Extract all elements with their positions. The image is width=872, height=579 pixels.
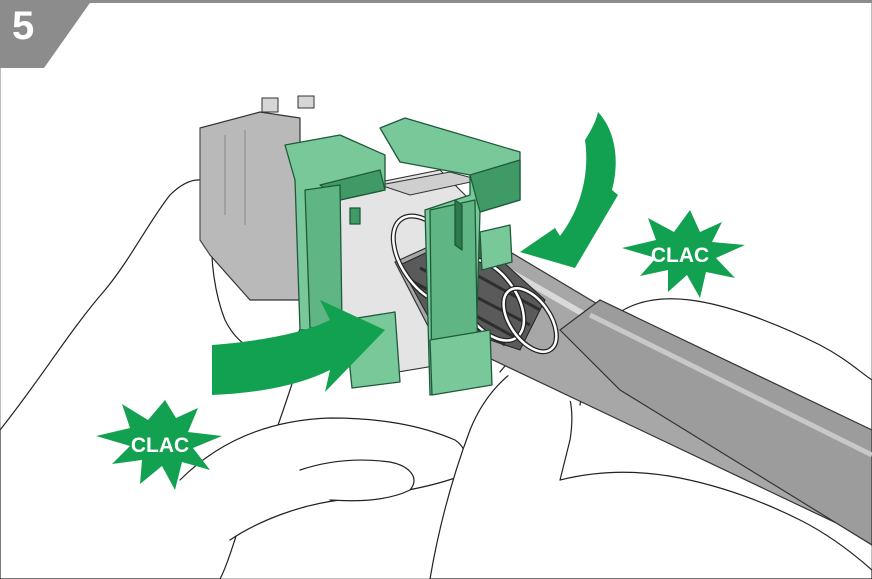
step-number: 5	[12, 6, 34, 46]
clac-burst-right: CLAC	[622, 210, 745, 298]
push-arrow-right	[520, 112, 618, 268]
latch-window	[350, 208, 360, 224]
right-cover-tab	[480, 225, 512, 270]
top-rule	[0, 0, 872, 3]
clac-label-left: CLAC	[131, 434, 189, 457]
clac-label-right: CLAC	[651, 244, 709, 267]
